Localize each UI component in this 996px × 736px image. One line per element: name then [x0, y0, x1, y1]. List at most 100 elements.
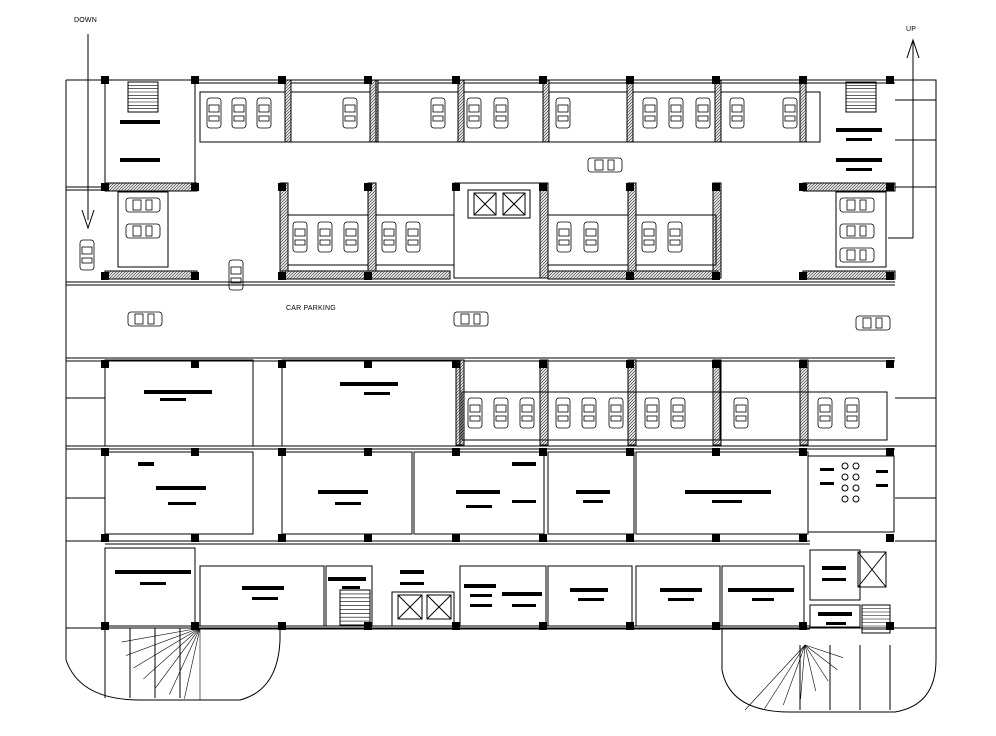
hatch-stroke: [367, 228, 377, 238]
room-label-tag: [512, 604, 536, 607]
hatch-stroke: [806, 182, 816, 192]
ramp-tread: [125, 627, 201, 656]
hatch-stroke: [683, 270, 693, 280]
toilet-fixture: [852, 495, 860, 503]
hatch-stroke: [799, 121, 807, 129]
hatch-stroke: [712, 198, 722, 208]
hatch-stroke: [878, 182, 888, 192]
hatch-stroke: [712, 225, 722, 235]
hatch-stroke: [695, 270, 705, 280]
car-rear-window: [147, 313, 155, 325]
car-windshield: [846, 199, 856, 211]
hatch-stroke: [147, 182, 157, 192]
ramp-tread: [143, 627, 201, 680]
parking-bay-east: [835, 191, 887, 268]
down-arrow-head: [81, 209, 95, 230]
lift-shaft-cross: [473, 192, 497, 216]
car-rear-window: [558, 239, 570, 246]
hatch-stroke: [367, 210, 377, 220]
hatch-stroke: [543, 136, 550, 143]
hatch-stroke: [869, 270, 879, 280]
hatch-stroke: [284, 130, 292, 138]
hatch-stroke: [627, 213, 637, 223]
stair-room-nw: [104, 79, 196, 188]
hatch-stroke: [279, 246, 289, 256]
hatch-stroke: [712, 201, 722, 211]
car-windshield: [583, 404, 595, 413]
room-label-tag: [340, 382, 398, 386]
hatch-stroke: [799, 115, 807, 123]
hatch-stroke: [712, 261, 722, 271]
hatch-stroke: [457, 94, 465, 102]
hatch-stroke: [821, 270, 831, 280]
hatch-stroke: [848, 270, 858, 280]
structural-column: [626, 534, 634, 542]
hatch-stroke: [539, 258, 549, 268]
car-body: [839, 247, 875, 263]
hatch-stroke: [418, 270, 428, 280]
office-room: [635, 565, 721, 627]
ramp-tread: [800, 644, 806, 700]
hatch-stroke: [539, 414, 549, 424]
hatch-stroke: [367, 207, 377, 217]
car-body: [405, 221, 421, 253]
hatch-stroke: [539, 231, 549, 241]
hatch-stroke: [284, 121, 292, 129]
office-room: [809, 549, 861, 601]
office-room: [809, 604, 861, 628]
hatch-stroke: [800, 136, 807, 143]
hatch-stroke: [626, 130, 634, 138]
hatch-stroke: [578, 270, 588, 280]
hatch-stroke: [279, 201, 289, 211]
hatch-stroke: [542, 112, 550, 120]
room-label-tag: [836, 128, 882, 132]
ramp-tread: [121, 627, 201, 643]
hatch-stroke: [415, 270, 425, 280]
ramp-tread: [155, 627, 201, 689]
structural-column: [799, 183, 807, 191]
hatch-stroke: [539, 255, 549, 265]
hatch-stroke: [367, 252, 377, 262]
lift-shaft-cross: [502, 192, 526, 216]
hatch-stroke: [824, 182, 834, 192]
room-label-tag: [576, 490, 610, 494]
car-windshield: [81, 246, 93, 255]
hatch-stroke: [319, 270, 329, 280]
car-body: [670, 397, 686, 429]
structural-column: [364, 534, 372, 542]
hatched-wall: [539, 182, 549, 279]
hatch-stroke: [799, 106, 807, 114]
hatch-stroke: [851, 270, 861, 280]
car-windshield: [230, 266, 242, 275]
hatch-stroke: [799, 405, 809, 415]
car-windshield: [643, 228, 655, 237]
car-icon: [231, 97, 247, 129]
hatch-stroke: [714, 133, 722, 141]
car-rear-window: [208, 115, 220, 122]
structural-column: [886, 76, 894, 84]
car-icon: [79, 239, 95, 271]
hatch-stroke: [539, 402, 549, 412]
hatch-stroke: [593, 270, 603, 280]
hatch-stroke: [539, 222, 549, 232]
car-body: [292, 221, 308, 253]
hatch-stroke: [627, 189, 637, 199]
hatch-stroke: [626, 133, 634, 141]
room-label-tag: [144, 390, 212, 394]
hatch-stroke: [457, 112, 465, 120]
hatch-stroke: [343, 270, 353, 280]
hatch-stroke: [627, 258, 637, 268]
hatch-stroke: [714, 130, 722, 138]
hatch-stroke: [803, 139, 807, 143]
hatch-stroke: [627, 408, 637, 418]
hatch-stroke: [627, 414, 637, 424]
hatch-stroke: [812, 270, 822, 280]
room-label-tag: [876, 470, 888, 473]
hatch-stroke: [279, 237, 289, 247]
car-body: [733, 397, 749, 429]
hatch-stroke: [132, 182, 142, 192]
hatch-stroke: [288, 139, 292, 143]
hatch-stroke: [836, 182, 846, 192]
hatch-stroke: [457, 127, 465, 135]
hatch-stroke: [875, 270, 885, 280]
